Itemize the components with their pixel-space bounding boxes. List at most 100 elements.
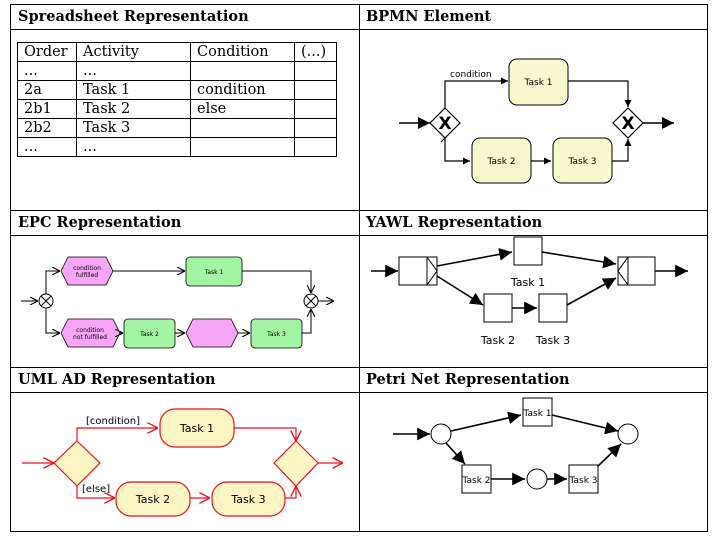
petri-place-end <box>617 423 639 445</box>
uml-flow-else <box>76 486 115 498</box>
gateway-x-icon: X <box>438 114 451 134</box>
gateway-x-icon: X <box>621 114 634 134</box>
yawl-task-3 <box>538 293 568 323</box>
row-divider-1 <box>11 29 707 30</box>
yawl-task-2 <box>483 293 513 323</box>
column-header: Condition <box>190 42 295 62</box>
uml-else-label: [else] <box>82 484 110 495</box>
petri-task-3-label: Task 3 <box>568 476 597 486</box>
uml-flow-3-merge <box>285 486 296 499</box>
bpmn-flow-else <box>444 138 470 165</box>
table-cell: ... <box>76 137 191 157</box>
representation-grid <box>10 4 708 532</box>
yawl-join-task <box>617 256 656 286</box>
yawl-xor-join-icon <box>617 256 629 286</box>
uml-task-2-label: Task 2 <box>135 493 170 506</box>
yawl-task-1 <box>513 236 543 266</box>
epc-flow-task1-join <box>242 270 311 293</box>
bpmn-flow-3-join <box>612 139 632 162</box>
uml-merge-node <box>273 440 319 487</box>
yawl-task-1-label: Task 1 <box>510 276 545 289</box>
petri-arc-start-task1 <box>450 411 522 432</box>
yawl-flow-split-task1 <box>436 248 513 267</box>
petri-arc-task1-end <box>551 414 619 435</box>
bpmn-condition-label: condition <box>450 70 492 80</box>
epc-diagram: condition fulfilled Task 1 condition not… <box>21 256 334 349</box>
yawl-flow-task3-join <box>566 277 617 306</box>
uml-condition-label: [condition] <box>86 416 140 427</box>
petri-transition-3 <box>568 464 599 494</box>
epc-event-intermediate <box>185 318 239 348</box>
table-cell: ... <box>17 137 77 157</box>
epc-header: EPC Representation <box>18 214 182 231</box>
row-divider-4 <box>11 367 707 368</box>
yawl-split-task <box>398 256 438 286</box>
yawl-flow-task1-join <box>541 251 617 269</box>
uml-header: UML AD Representation <box>18 371 216 388</box>
bpmn-default-marker <box>440 135 448 143</box>
uml-diagram: [condition] [else] Task 1 Task 2 Task 3 <box>22 408 343 517</box>
bpmn-header: BPMN Element <box>366 8 492 25</box>
yawl-flow-split-task2 <box>436 275 484 306</box>
yawl-diagram: Task 1 Task 2 Task 3 <box>371 236 688 347</box>
table-row: 2b2 Task 3 <box>17 118 337 138</box>
table-cell <box>294 137 337 157</box>
bpmn-join-gateway <box>612 107 644 139</box>
epc-task-2-label: Task 2 <box>139 331 159 338</box>
bpmn-task-1-label: Task 1 <box>523 78 552 88</box>
yawl-task-3-label: Task 3 <box>535 334 570 347</box>
table-cell: Task 2 <box>76 99 191 119</box>
epc-flow-task3-join <box>302 309 311 334</box>
column-header: Activity <box>76 42 191 62</box>
petri-place-start <box>430 423 452 445</box>
xor-icon <box>40 295 52 307</box>
yawl-xor-split-icon <box>426 256 438 286</box>
uml-flow-1-merge <box>234 427 296 441</box>
uml-task-3 <box>211 481 286 517</box>
epc-event-1-line-1: condition <box>73 265 101 272</box>
petri-transition-2 <box>461 464 492 494</box>
epc-flow-up <box>45 271 60 294</box>
column-divider <box>359 5 360 531</box>
yawl-task-2-label: Task 2 <box>480 334 515 347</box>
column-header: (...) <box>294 42 337 62</box>
bpmn-task-2-label: Task 2 <box>486 157 515 167</box>
row-divider-5 <box>11 392 707 393</box>
table-row: 2a Task 1 condition <box>17 80 337 100</box>
epc-task-1-label: Task 1 <box>204 269 224 276</box>
petri-arc-task3-end <box>597 443 622 467</box>
table-row: ... ... <box>17 137 337 157</box>
table-cell: condition <box>190 80 295 100</box>
uml-task-1-label: Task 1 <box>179 422 214 435</box>
epc-event-1-line-2: fulfilled <box>76 272 98 279</box>
bpmn-diagram: X condition Task 1 Task 2 Task 3 X <box>399 58 674 184</box>
petri-header: Petri Net Representation <box>366 371 570 388</box>
row-divider-3 <box>11 235 707 236</box>
uml-task-3-label: Task 3 <box>230 493 265 506</box>
petri-task-1-label: Task 1 <box>522 409 551 419</box>
petri-place-middle <box>526 468 548 490</box>
xor-icon <box>305 295 317 307</box>
petri-diagram: Task 1 Task 2 Task 3 <box>393 397 639 494</box>
bpmn-flow-condition <box>444 77 508 108</box>
uml-flow-condition <box>76 428 158 441</box>
yawl-header: YAWL Representation <box>366 214 543 231</box>
epc-task-3-label: Task 3 <box>266 331 286 338</box>
epc-flow-down <box>45 308 60 333</box>
spreadsheet-header: Spreadsheet Representation <box>18 8 249 25</box>
petri-task-2-label: Task 2 <box>461 476 490 486</box>
petri-transition-1 <box>522 397 553 427</box>
table-row: ... ... <box>17 61 337 81</box>
epc-event-2-line-2: not fulfilled <box>73 334 107 341</box>
bpmn-task-3-label: Task 3 <box>567 157 596 167</box>
epc-event-2-line-1: condition <box>76 327 104 334</box>
bpmn-task-1 <box>508 58 569 106</box>
bpmn-flow-1-join <box>568 80 632 107</box>
row-divider-2 <box>11 210 707 211</box>
petri-arc-start-task2 <box>445 442 466 465</box>
uml-task-2 <box>115 481 191 517</box>
uml-decision-node <box>53 440 101 487</box>
table-cell: Task 1 <box>76 80 191 100</box>
spreadsheet-table: Order Activity Condition (...) ... ... 2… <box>17 42 337 157</box>
